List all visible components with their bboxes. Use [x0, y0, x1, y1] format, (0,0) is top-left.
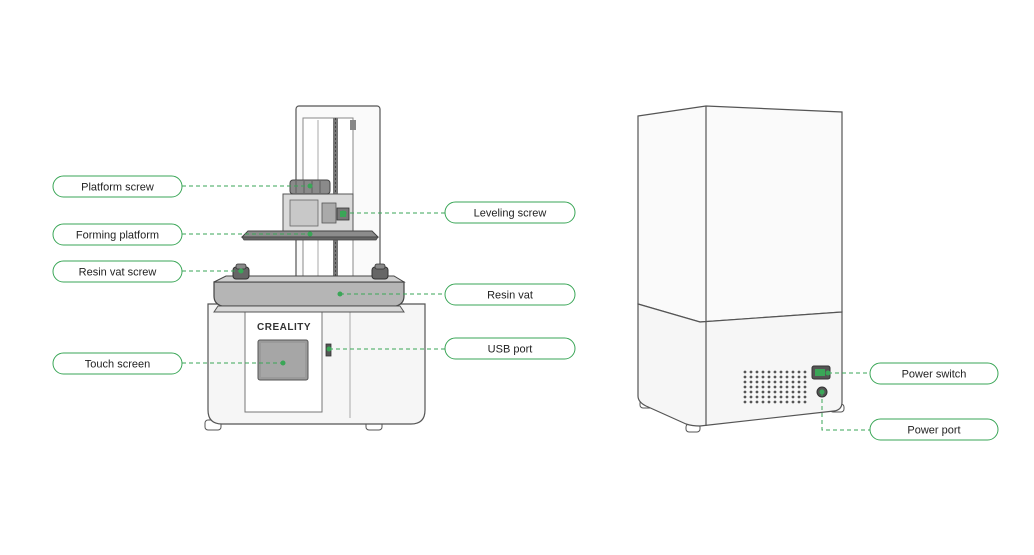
back-base [637, 303, 843, 427]
label-power-port: Power port [869, 418, 999, 441]
back-cover-upper [637, 105, 843, 323]
label-leveling-screw: Leveling screw [444, 201, 576, 224]
label-forming-platform-text: Forming platform [76, 230, 159, 242]
callout-line-power-port [821, 392, 870, 431]
back-vent [743, 370, 807, 404]
label-resin-vat-screw: Resin vat screw [52, 260, 183, 283]
label-leveling-screw-text: Leveling screw [474, 208, 547, 220]
label-usb-port-text: USB port [488, 344, 533, 356]
callouts [182, 185, 870, 431]
label-forming-platform: Forming platform [52, 223, 183, 246]
label-resin-vat-screw-text: Resin vat screw [79, 267, 157, 279]
label-platform-screw: Platform screw [52, 175, 183, 198]
label-pills: Platform screw Forming platform Resin va… [52, 175, 999, 441]
label-power-port-text: Power port [907, 425, 960, 437]
label-touch-screen: Touch screen [52, 352, 183, 375]
brand-logo: CREALITY [257, 322, 311, 333]
label-resin-vat: Resin vat [444, 283, 576, 306]
label-power-switch: Power switch [869, 362, 999, 385]
label-power-switch-text: Power switch [902, 369, 967, 381]
callout-dots [238, 183, 831, 395]
resin-vat-screw-right[interactable] [371, 263, 389, 280]
label-touch-screen-text: Touch screen [85, 359, 150, 371]
front-printer: CREALITY [204, 105, 426, 431]
label-resin-vat-text: Resin vat [487, 290, 533, 302]
label-platform-screw-text: Platform screw [81, 182, 154, 194]
back-printer [637, 105, 845, 433]
label-usb-port: USB port [444, 337, 576, 360]
